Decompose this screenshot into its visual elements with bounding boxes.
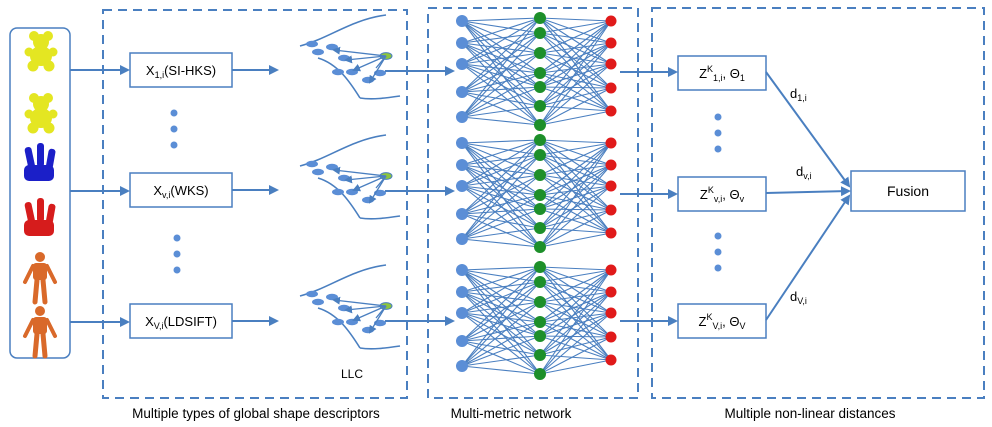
llc-icon-1 — [299, 14, 401, 100]
hidden-node — [534, 27, 546, 39]
metric-label-1: ZK1,i, Θ1 — [699, 64, 745, 83]
multi-metric-networks — [456, 12, 617, 380]
fusion-box — [850, 170, 966, 212]
input-node — [456, 15, 468, 27]
input-node — [456, 111, 468, 123]
output-node — [605, 137, 617, 149]
hidden-node — [534, 67, 546, 79]
hidden-node — [534, 189, 546, 201]
metric-to-fusion-line-2 — [765, 186, 851, 197]
output-node — [605, 58, 617, 70]
output-node — [605, 307, 617, 319]
hidden-node — [534, 47, 546, 59]
descriptor-label-3: XV,i(LDSIFT) — [145, 314, 217, 331]
input-node — [456, 159, 468, 171]
output-node — [605, 82, 617, 94]
output-node — [605, 15, 617, 27]
input-node — [456, 335, 468, 347]
output-node — [605, 37, 617, 49]
llc-icon-2 — [299, 134, 401, 220]
teddy-bear-shape — [24, 31, 58, 72]
metric-to-fusion-line-1 — [765, 71, 851, 188]
descriptor-box-1 — [129, 52, 233, 88]
hidden-node — [534, 349, 546, 361]
input-node — [456, 86, 468, 98]
metric-label-2: ZKv,i, Θv — [700, 185, 745, 204]
network-group-box — [427, 7, 639, 399]
distance-label-2: dv,i — [796, 164, 812, 181]
output-node — [605, 227, 617, 239]
hidden-node — [534, 222, 546, 234]
output-node — [605, 264, 617, 276]
distance-label-1: d1,i — [790, 86, 807, 103]
input-node — [456, 137, 468, 149]
output-node — [605, 204, 617, 216]
input-node — [456, 360, 468, 372]
fusion-label: Fusion — [887, 183, 929, 199]
input-node — [456, 58, 468, 70]
descriptor-label-2: Xv,i(WKS) — [153, 183, 208, 200]
shape-thumbnails — [23, 31, 58, 359]
input-node — [456, 208, 468, 220]
output-node — [605, 354, 617, 366]
hidden-node — [534, 316, 546, 328]
input-node — [456, 286, 468, 298]
human-figure-shape — [23, 306, 57, 359]
hidden-node — [534, 100, 546, 112]
hidden-node — [534, 169, 546, 181]
caption-network: Multi-metric network — [451, 406, 572, 421]
metric-ellipsis-2 — [714, 232, 722, 272]
output-node — [605, 105, 617, 117]
hidden-node — [534, 330, 546, 342]
descriptor-ellipsis-2 — [173, 234, 181, 274]
hidden-node — [534, 81, 546, 93]
teddy-bear-shape — [24, 93, 58, 134]
caption-descriptors: Multiple types of global shape descripto… — [132, 406, 380, 421]
hidden-node — [534, 276, 546, 288]
hidden-node — [534, 134, 546, 146]
descriptor-box-2 — [129, 172, 233, 208]
hidden-node — [534, 149, 546, 161]
hidden-node — [534, 368, 546, 380]
hidden-node — [534, 12, 546, 24]
hidden-node — [534, 119, 546, 131]
distance-group-box — [651, 7, 985, 399]
human-figure-shape — [23, 252, 57, 305]
input-node — [456, 233, 468, 245]
network-1 — [456, 12, 617, 131]
input-node — [456, 264, 468, 276]
hand-shape — [24, 198, 56, 236]
metric-box-2 — [677, 176, 767, 212]
network-2 — [456, 134, 617, 253]
output-node — [605, 180, 617, 192]
hidden-node — [534, 241, 546, 253]
descriptor-group-box — [102, 9, 408, 399]
network-3 — [456, 261, 617, 380]
llc-icons — [299, 14, 401, 350]
descriptor-label-1: X1,i(SI-HKS) — [146, 63, 216, 80]
caption-distances: Multiple non-linear distances — [724, 406, 895, 421]
metric-to-fusion-line-3 — [765, 194, 851, 321]
descriptor-ellipsis-1 — [170, 109, 178, 149]
hidden-node — [534, 203, 546, 215]
output-node — [605, 286, 617, 298]
output-node — [605, 159, 617, 171]
llc-icon-3 — [299, 264, 401, 350]
metric-label-3: ZKV,i, ΘV — [698, 312, 745, 331]
hidden-node — [534, 296, 546, 308]
input-node — [456, 37, 468, 49]
hidden-node — [534, 261, 546, 273]
input-node — [456, 307, 468, 319]
llc-label: LLC — [341, 367, 363, 381]
metric-ellipsis-1 — [714, 113, 722, 153]
distance-label-3: dV,i — [790, 289, 807, 306]
output-node — [605, 331, 617, 343]
hand-shape — [24, 143, 56, 181]
metric-box-3 — [677, 303, 767, 339]
metric-box-1 — [677, 55, 767, 91]
input-node — [456, 180, 468, 192]
